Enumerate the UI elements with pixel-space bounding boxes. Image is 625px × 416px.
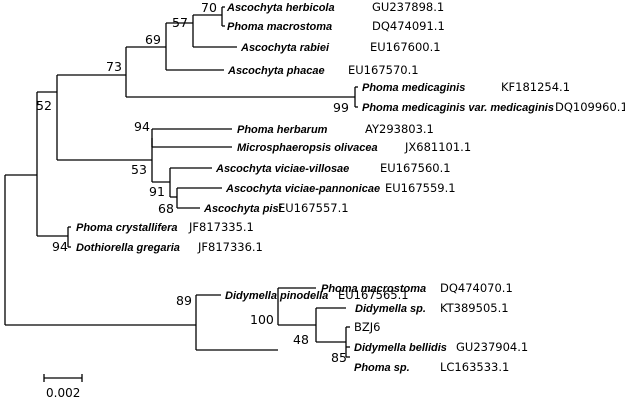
bootstrap-value: 68 — [158, 201, 174, 216]
taxon-accession: EU167570.1 — [348, 63, 419, 77]
taxon-species: Didymella bellidis — [354, 342, 447, 354]
bootstrap-value: 85 — [331, 350, 347, 365]
taxon-species: Phoma macrostoma — [227, 21, 332, 33]
taxon-accession: LC163533.1 — [440, 360, 509, 374]
taxon-accession: EU167559.1 — [385, 181, 456, 195]
taxon-accession: KT389505.1 — [440, 301, 509, 315]
taxon-species: Ascochyta pisi — [203, 203, 283, 215]
bootstrap-value: 89 — [176, 293, 192, 308]
taxon-accession: EU167560.1 — [380, 161, 451, 175]
taxon-accession: KF181254.1 — [501, 80, 570, 94]
taxon-species: Phoma crystallifera — [76, 222, 178, 234]
scale-bar: 0.002 — [43, 374, 83, 400]
taxon-species: Ascochyta rabiei — [240, 42, 330, 54]
taxon-accession: EU167565.1 — [338, 288, 409, 302]
bootstrap-value: 91 — [149, 184, 165, 199]
taxon-accession: GU237904.1 — [456, 340, 528, 354]
bootstrap-value: 53 — [131, 162, 147, 177]
scale-bar-label: 0.002 — [46, 386, 80, 400]
bootstrap-value: 48 — [293, 332, 309, 347]
bootstrap-value: 57 — [172, 15, 188, 30]
taxon-accession: DQ109960.1 — [555, 100, 625, 114]
taxon-species: Phoma macrostoma — [321, 283, 426, 295]
taxon-species: Ascochyta viciae-villosae — [215, 163, 349, 175]
bootstrap-value: 69 — [145, 32, 161, 47]
taxon-species: Ascochyta viciae-pannonicae — [225, 183, 380, 195]
taxon-accession: JX681101.1 — [404, 140, 471, 154]
bootstrap-value: 52 — [36, 98, 52, 113]
taxon-species: Phoma sp. — [354, 362, 410, 374]
taxon-species: Phoma medicaginis var. medicaginis — [362, 102, 554, 114]
taxon-species: Phoma medicaginis — [362, 82, 465, 94]
taxon-species: Dothiorella gregaria — [76, 242, 180, 254]
taxon-species: Didymella pinodella — [225, 290, 328, 302]
bootstrap-value: 73 — [106, 59, 122, 74]
taxon-species: Microsphaeropsis olivacea — [237, 142, 378, 154]
bootstrap-value: 100 — [250, 312, 274, 327]
taxon-labels: Ascochyta herbicola GU237898.1 Phoma mac… — [76, 0, 625, 374]
taxon-species: Phoma herbarum — [237, 124, 328, 136]
taxon-species: Didymella sp. — [355, 303, 426, 315]
bootstrap-values: 70 57 69 73 99 52 94 53 91 68 94 89 100 … — [36, 0, 349, 365]
bootstrap-value: 99 — [333, 100, 349, 115]
query-sequence-label: BZJ6 — [354, 320, 380, 334]
taxon-accession: JF817335.1 — [188, 220, 254, 234]
tree-branches — [4, 6, 358, 358]
taxon-accession: DQ474091.1 — [372, 19, 445, 33]
taxon-accession: JF817336.1 — [197, 240, 263, 254]
taxon-species: Ascochyta herbicola — [226, 2, 335, 14]
bootstrap-value: 94 — [52, 239, 68, 254]
taxon-accession: EU167600.1 — [370, 40, 441, 54]
taxon-accession: AY293803.1 — [365, 122, 434, 136]
bootstrap-value: 70 — [201, 0, 217, 15]
taxon-accession: DQ474070.1 — [440, 281, 513, 295]
taxon-species: Ascochyta phacae — [227, 65, 325, 77]
taxon-accession: GU237898.1 — [372, 0, 444, 14]
bootstrap-value: 94 — [134, 119, 150, 134]
taxon-accession: EU167557.1 — [278, 201, 349, 215]
